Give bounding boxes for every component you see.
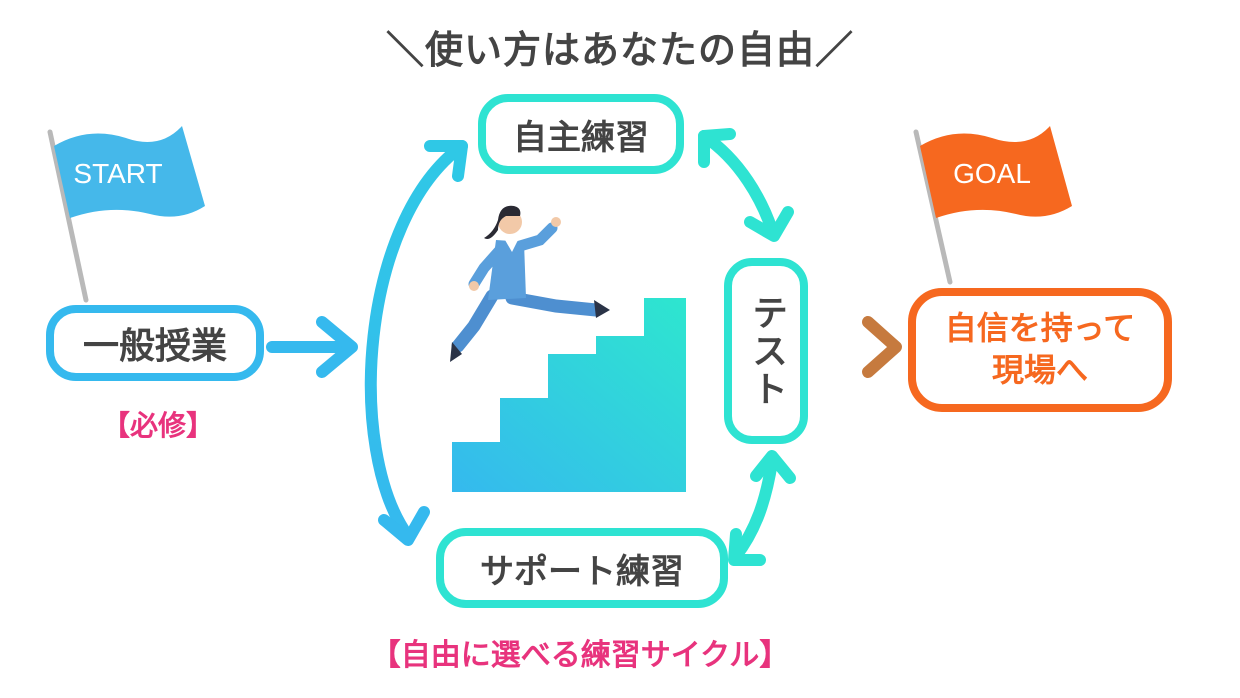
start-flag-pole [47, 129, 89, 303]
practice-cycle-caption: 【自由に選べる練習サイクル】 [370, 638, 790, 673]
general-class-node: 一般授業 [46, 305, 264, 381]
goal-label-line2: 現場へ [991, 351, 1088, 389]
required-note: 【必修】 [101, 409, 214, 442]
arrow-test-support [728, 450, 796, 566]
goal-flag: GOAL [913, 126, 1072, 285]
goal-flag-pole [913, 129, 953, 285]
start-flag-label: START [73, 158, 162, 189]
arrow-test-to-goal [816, 316, 902, 378]
support-practice-node: サポート練習 [436, 528, 728, 608]
test-label: テスト [746, 294, 787, 408]
goal-node: 自信を持って 現場へ [908, 288, 1172, 412]
test-node: テスト [724, 258, 808, 444]
businesswoman-running-icon [450, 205, 610, 362]
goal-label-line1: 自信を持って [944, 309, 1136, 348]
start-flag: START [47, 126, 205, 303]
goal-flag-cloth [920, 126, 1072, 218]
general-class-label: 一般授業 [82, 326, 227, 367]
goal-flag-label: GOAL [953, 158, 1031, 189]
support-practice-label: サポート練習 [480, 551, 684, 592]
start-flag-cloth [54, 126, 205, 218]
page-title: ＼使い方はあなたの自由／ [385, 27, 854, 72]
self-practice-label: 自主練習 [513, 117, 649, 158]
staircase-icon [452, 298, 686, 492]
arrow-general-to-cycle [266, 316, 358, 378]
arrow-cycle-left-arc [364, 140, 468, 546]
arrow-self-test [698, 128, 794, 242]
self-practice-node: 自主練習 [478, 94, 684, 174]
